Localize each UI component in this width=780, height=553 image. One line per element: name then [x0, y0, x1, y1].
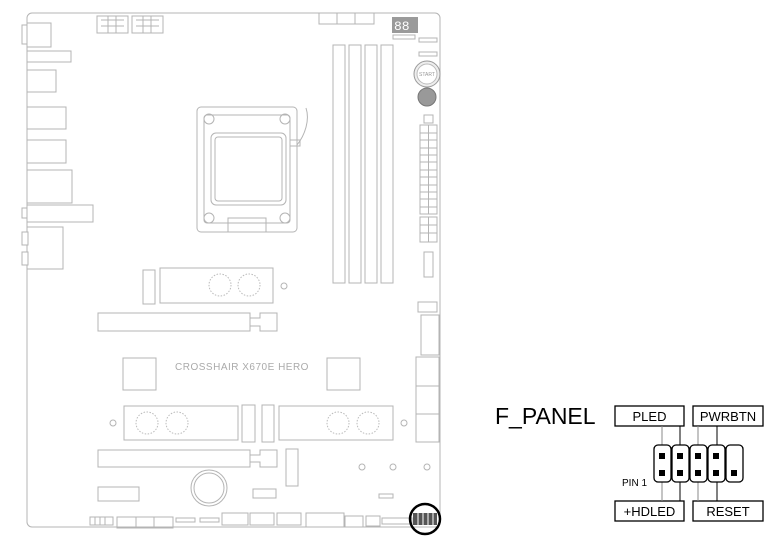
- start-button-label: START: [419, 72, 435, 78]
- svg-text:88: 88: [394, 19, 410, 34]
- chipset-square: [326, 357, 361, 391]
- rear-io: [21, 22, 94, 270]
- debug-led-display: [392, 17, 418, 33]
- pled-label: PLED: [633, 409, 667, 424]
- dimm-slots: [332, 44, 394, 284]
- start-button: START: [413, 60, 441, 88]
- pin1-label: PIN 1: [622, 478, 647, 489]
- flex-key-button: [417, 87, 437, 107]
- cpu-socket: [196, 106, 308, 233]
- pcie-slot-2: [97, 449, 278, 468]
- f-panel-header: [653, 444, 744, 483]
- f-panel-location-highlight: [408, 502, 442, 536]
- board-model-text: CROSSHAIR X670E HERO: [175, 362, 309, 373]
- cpu-power-connectors: [96, 15, 164, 34]
- chipset-square: [122, 357, 157, 391]
- reset-label: RESET: [706, 504, 749, 519]
- top-headers: [318, 12, 375, 25]
- hdled-label: +HDLED: [624, 504, 676, 519]
- bottom-headers: [89, 512, 413, 529]
- f-panel-header-on-board: [413, 513, 437, 525]
- pcie-slot-1: [97, 312, 278, 332]
- f-panel-pinout: F_PANEL PLED PWRBTN +HDLED RESET PIN: [495, 403, 764, 522]
- pwrbtn-label: PWRBTN: [700, 409, 756, 424]
- cmos-battery: [190, 469, 228, 507]
- motherboard: 88 START: [21, 12, 442, 536]
- atx-power-connector: [419, 114, 438, 278]
- f-panel-title: F_PANEL: [495, 403, 596, 429]
